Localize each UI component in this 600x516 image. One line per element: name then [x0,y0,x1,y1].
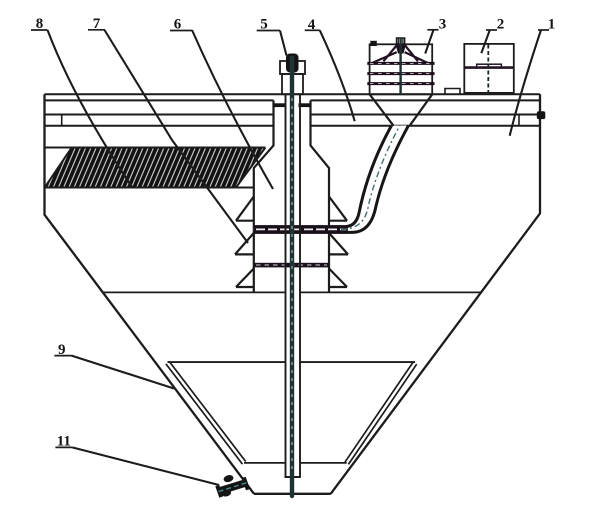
svg-text:1: 1 [548,17,556,33]
svg-text:6: 6 [174,17,182,33]
svg-text:4: 4 [308,17,316,33]
svg-text:3: 3 [439,16,447,32]
svg-text:9: 9 [58,342,66,358]
svg-text:11: 11 [57,434,71,450]
svg-text:5: 5 [260,17,268,33]
svg-text:2: 2 [497,17,505,33]
svg-text:8: 8 [36,16,44,32]
svg-text:7: 7 [93,16,101,32]
